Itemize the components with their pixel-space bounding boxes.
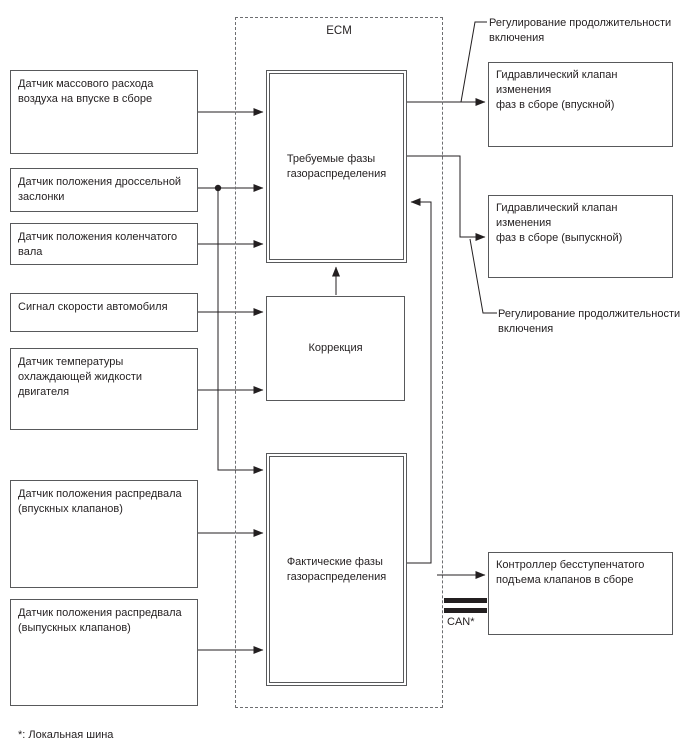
can-bus-bar-bottom bbox=[444, 608, 487, 613]
sensor-box-vehicle-speed: Сигнал скорости автомобиля bbox=[10, 293, 198, 332]
ecm-boundary bbox=[235, 17, 443, 708]
callout-leader-bottom bbox=[469, 238, 497, 314]
arrow-required-to-exhaust-valve bbox=[406, 155, 486, 241]
arrow-actual-feedback-to-required bbox=[407, 198, 432, 564]
ecm-label: ECM bbox=[326, 25, 352, 37]
sensor-box-coolant-temperature: Датчик температуры охлаждающей жидкости … bbox=[10, 348, 198, 430]
actuator-box-vvl-controller: Контроллер бесступенчатого подъема клапа… bbox=[488, 552, 673, 635]
duty-control-label-bottom: Регулирование продолжительности включени… bbox=[498, 308, 681, 335]
sensor-box-intake-camshaft-position: Датчик положения распредвала (впускных к… bbox=[10, 480, 198, 588]
can-bus-bar-top bbox=[444, 598, 487, 603]
actual-valve-timing-box: Фактические фазы газораспределения bbox=[266, 453, 407, 686]
duty-control-label-top: Регулирование продолжительности включени… bbox=[489, 17, 672, 44]
can-bus-label: CAN* bbox=[447, 616, 475, 628]
sensor-box-crankshaft-position: Датчик положения коленчатого вала bbox=[10, 223, 198, 265]
actuator-box-exhaust-vvt-valve: Гидравлический клапан изменения фаз в сб… bbox=[488, 195, 673, 278]
sensor-box-exhaust-camshaft-position: Датчик положения распредвала (выпускных … bbox=[10, 599, 198, 706]
correction-box: Коррекция bbox=[266, 296, 405, 401]
footnote-local-bus: *: Локальная шина bbox=[18, 729, 114, 741]
callout-leader-top bbox=[460, 21, 487, 103]
junction-dot bbox=[214, 184, 222, 192]
actuator-box-intake-vvt-valve: Гидравлический клапан изменения фаз в сб… bbox=[488, 62, 673, 147]
sensor-box-mass-air-flow: Датчик массового расхода воздуха на впус… bbox=[10, 70, 198, 154]
required-valve-timing-box: Требуемые фазы газораспределения bbox=[266, 70, 407, 263]
arrow-throttle-to-actual bbox=[217, 188, 264, 474]
sensor-box-throttle-position: Датчик положения дроссельной заслонки bbox=[10, 168, 198, 212]
